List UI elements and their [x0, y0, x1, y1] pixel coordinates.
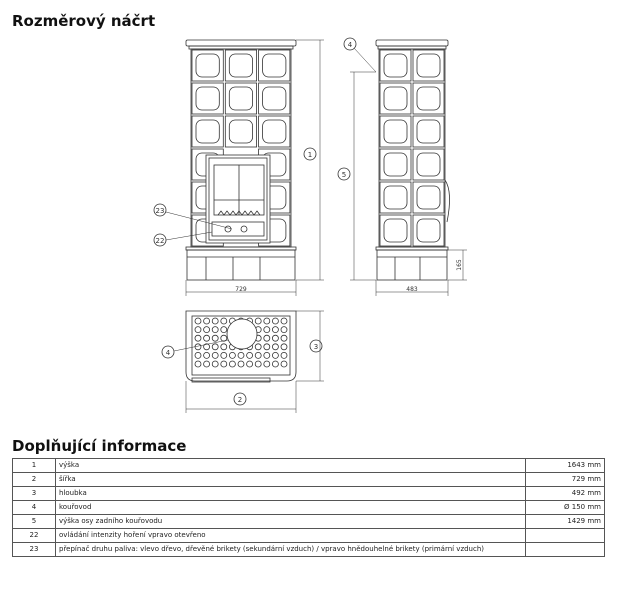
info-label: výška — [55, 458, 526, 473]
info-title: Doplňující informace — [12, 437, 187, 455]
info-label: kouřovod — [55, 500, 526, 515]
info-value: 1643 mm — [525, 458, 605, 473]
callout-22: 22 — [156, 237, 165, 245]
side-depth-label: 483 — [406, 286, 418, 293]
info-label: ovládání intenzity hoření vpravo otevřen… — [55, 528, 526, 543]
info-num: 23 — [12, 542, 56, 557]
callout-3: 3 — [314, 343, 318, 351]
callout-5: 5 — [342, 171, 346, 179]
info-value: 729 mm — [525, 472, 605, 487]
info-value: 492 mm — [525, 486, 605, 501]
info-num: 5 — [12, 514, 56, 529]
base-height-label: 165 — [456, 259, 463, 271]
front-view — [153, 39, 324, 296]
info-label: výška osy zadního kouřovodu — [55, 514, 526, 529]
info-num: 22 — [12, 528, 56, 543]
top-view — [161, 310, 324, 413]
info-num: 3 — [12, 486, 56, 501]
info-value: 1429 mm — [525, 514, 605, 529]
info-num: 1 — [12, 458, 56, 473]
info-num: 2 — [12, 472, 56, 487]
sketch-title: Rozměrový náčrt — [12, 12, 156, 30]
info-value: Ø 150 mm — [525, 500, 605, 515]
info-value — [525, 528, 605, 543]
info-label: přepínač druhu paliva: vlevo dřevo, dřev… — [55, 542, 526, 557]
callout-4-side: 4 — [348, 41, 353, 49]
dimension-drawing: 1 23 22 729 5 4 483 165 3 2 4 — [153, 37, 467, 413]
callout-2: 2 — [238, 396, 242, 404]
callout-4-top: 4 — [166, 349, 171, 357]
callout-23: 23 — [156, 207, 165, 215]
callout-1: 1 — [308, 151, 312, 159]
info-num: 4 — [12, 500, 56, 515]
side-view — [337, 37, 467, 296]
info-value — [525, 542, 605, 557]
front-width-label: 729 — [235, 286, 247, 293]
info-label: hloubka — [55, 486, 526, 501]
info-label: šířka — [55, 472, 526, 487]
